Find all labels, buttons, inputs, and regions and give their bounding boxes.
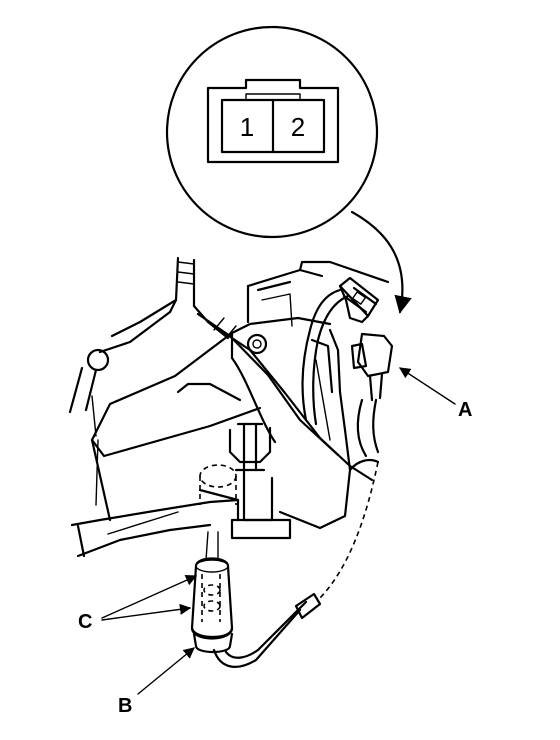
pin-2-label: 2 [291, 112, 305, 142]
mounting-bracket [228, 422, 292, 540]
component-b [190, 531, 234, 654]
callout-a: A [399, 367, 472, 421]
connector-detail-callout: 1 2 [165, 25, 379, 239]
routing-line [317, 461, 379, 601]
connector-face: 1 2 [206, 78, 340, 164]
callout-b: B [118, 647, 195, 717]
housing-unit [90, 260, 390, 530]
label-b: B [118, 695, 132, 717]
callout-arrow [350, 210, 412, 314]
sensor-a-assembly [301, 276, 394, 472]
wiring-harness [68, 256, 374, 482]
pin-1-label: 1 [240, 112, 254, 142]
lower-tube [70, 488, 240, 558]
mounting-hole [199, 464, 237, 488]
disconnected-connector [338, 276, 380, 324]
sensor-a [348, 332, 394, 472]
label-c: C [78, 611, 92, 633]
callout-c: C [78, 574, 198, 633]
wire-sleeve [212, 592, 322, 668]
label-a: A [458, 399, 472, 421]
